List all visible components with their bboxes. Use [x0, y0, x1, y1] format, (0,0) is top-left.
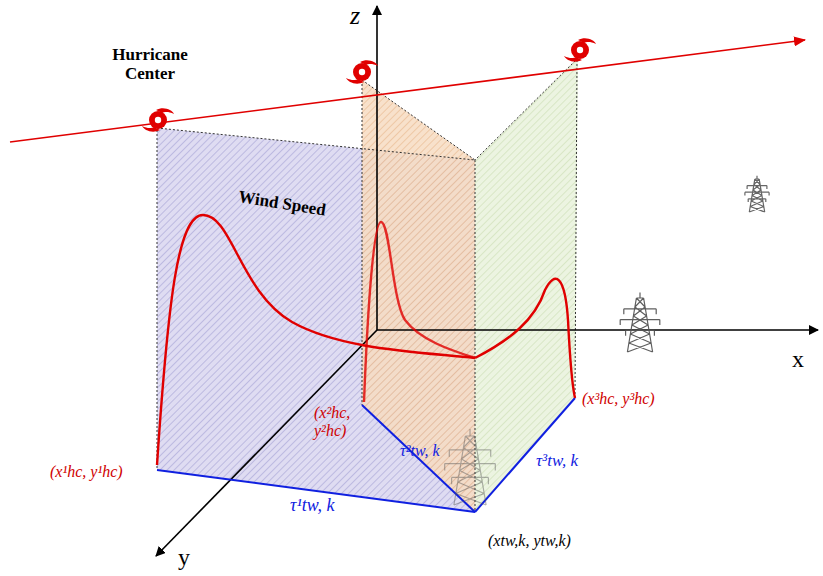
hurricane-symbol — [346, 60, 378, 83]
wind-plane — [362, 80, 475, 512]
hurricane-symbol — [564, 38, 596, 61]
axis-label: z — [350, 2, 360, 31]
transmission-tower — [745, 176, 769, 212]
hurricane-symbol — [142, 108, 174, 131]
coordinate-label: (xtw,k, ytw,k) — [488, 532, 571, 550]
axis-label: x — [792, 346, 804, 372]
plane-edges — [157, 58, 578, 512]
distance-label: τ²tw, k — [400, 442, 440, 460]
transmission-tower — [620, 293, 660, 352]
axes — [156, 6, 818, 556]
distance-label: τ³tw, k — [536, 452, 578, 471]
hurricane-eye — [577, 47, 583, 53]
hurricane-eye — [359, 69, 365, 75]
tower-lattice — [620, 293, 660, 352]
tower-lattice — [745, 176, 769, 212]
transmission-tower — [445, 429, 496, 505]
hurricane-body — [149, 111, 167, 129]
distance-lines — [157, 398, 575, 512]
coordinate-label: (x¹hc, y¹hc) — [50, 463, 123, 481]
wind-plane — [475, 58, 578, 512]
coordinate-label: (x²hc, y²hc) — [314, 404, 360, 439]
axis-label: y — [178, 544, 190, 570]
tower-lattice — [445, 429, 496, 505]
hurricane-label: Hurricane Center — [100, 46, 200, 83]
hurricane-track — [10, 40, 805, 142]
distance-label: τ¹tw, k — [290, 496, 335, 516]
hurricane-body — [571, 41, 589, 59]
coordinate-label: (x³hc, y³hc) — [582, 390, 655, 408]
hurricane-eye — [155, 117, 161, 123]
wind-speed-curve — [157, 215, 575, 465]
hurricane-body — [353, 63, 371, 81]
